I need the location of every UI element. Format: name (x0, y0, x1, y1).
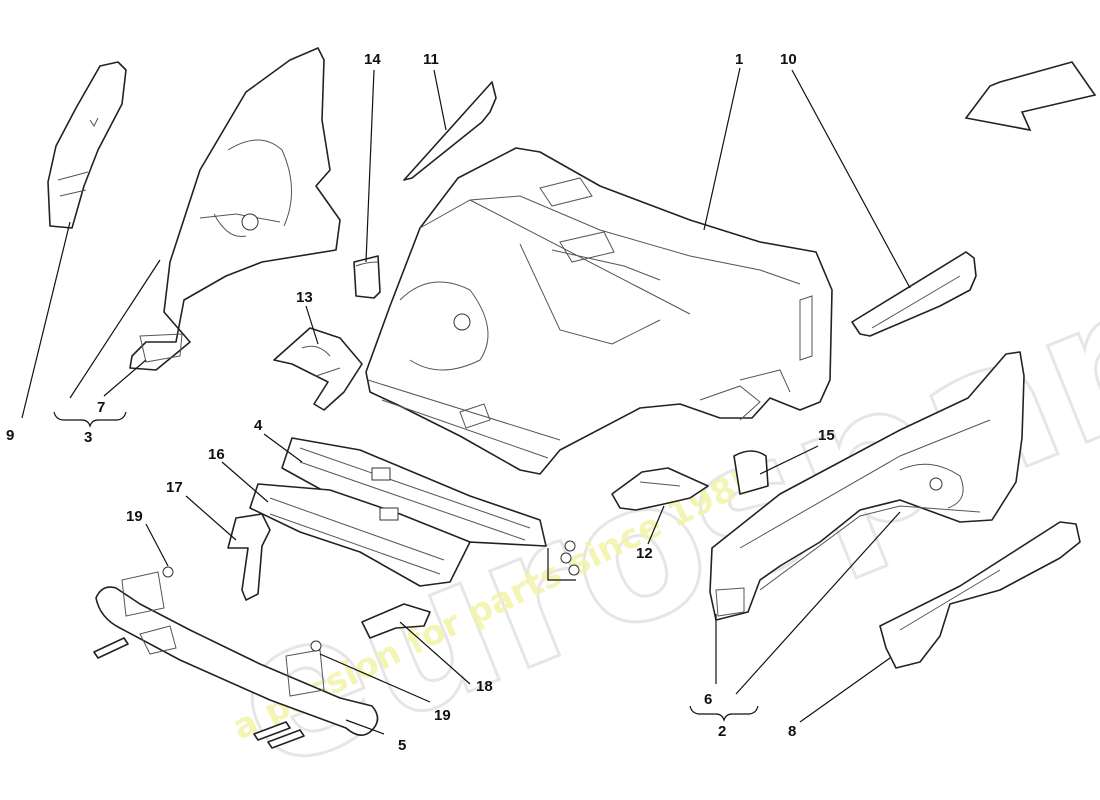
leader-lines (21, 67, 911, 735)
part-11-upper-strip (403, 81, 497, 181)
callout-9: 9 (6, 427, 14, 444)
part-7-left-wheel-arch (129, 47, 341, 371)
tube-bolts (93, 637, 305, 749)
part-5-tube-crossmember (95, 566, 379, 736)
callout-8: 8 (788, 723, 796, 740)
part-12-bracket (611, 467, 709, 511)
callout-7: 7 (97, 399, 105, 416)
part-1-front-frame (365, 147, 833, 475)
callout-15: 15 (818, 427, 835, 444)
callout-19-upper: 19 (126, 508, 143, 525)
callout-5: 5 (398, 737, 406, 754)
callout-17: 17 (166, 479, 183, 496)
part-8-rear-fragment (879, 521, 1081, 669)
callout-1: 1 (735, 51, 743, 68)
callout-14: 14 (364, 51, 381, 68)
fastener-bolts (547, 540, 580, 581)
callout-10: 10 (780, 51, 797, 68)
part-9-reinforcement (47, 61, 127, 229)
callout-3: 3 (84, 429, 92, 446)
callout-braces (53, 411, 759, 722)
part-4-cross-panel (281, 437, 547, 547)
callout-18: 18 (476, 678, 493, 695)
callout-labels: 1 10 11 14 13 15 12 4 16 17 19 9 7 3 18 … (6, 51, 835, 754)
callout-4: 4 (254, 417, 263, 434)
direction-arrow-icon (964, 61, 1097, 132)
callout-16: 16 (208, 446, 225, 463)
callout-11: 11 (423, 51, 439, 68)
callout-19-lower: 19 (434, 707, 451, 724)
callout-6: 6 (704, 691, 712, 708)
part-13-bracket (273, 327, 363, 411)
part-14-sleeve (353, 255, 381, 299)
part-10-right-strip (851, 251, 977, 337)
part-18-bar (361, 603, 431, 639)
part-15-sleeve (733, 450, 769, 495)
part-2-right-rail (709, 351, 1025, 621)
callout-2: 2 (718, 723, 726, 740)
callout-13: 13 (296, 289, 313, 306)
callout-12: 12 (636, 545, 653, 562)
part-17-stay (227, 513, 271, 601)
part-16-lower-cross-panel (249, 483, 471, 587)
